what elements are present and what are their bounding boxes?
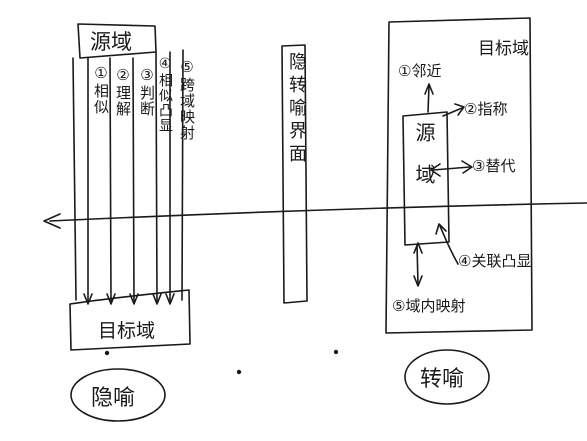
source-domain-label-left: 源域 bbox=[90, 30, 132, 54]
metaphor-label: 隐喻 bbox=[91, 386, 136, 411]
left-column-right-edge bbox=[181, 49, 184, 301]
horizontal-axis bbox=[49, 202, 587, 222]
source-domain-label-right: 源域 bbox=[412, 122, 436, 206]
reference-arrow bbox=[442, 107, 463, 117]
mapping-label-4: ④相似凸显 bbox=[157, 56, 173, 133]
mapping-arrow-2 bbox=[109, 57, 112, 303]
salience-arrow bbox=[439, 225, 459, 265]
substitution-arrow bbox=[432, 166, 471, 171]
metonymy-label: 转喻 bbox=[420, 367, 465, 392]
relation-salience: ④关联凸显 bbox=[458, 252, 532, 270]
relation-substitution: ③替代 bbox=[472, 157, 516, 175]
inner-mapping-arrow bbox=[416, 244, 419, 285]
adjacency-arrow bbox=[427, 85, 430, 113]
target-domain-label-right: 目标域 bbox=[478, 39, 529, 59]
interface-label: 隐转喻界面 bbox=[286, 52, 307, 167]
target-domain-label-left: 目标域 bbox=[98, 320, 156, 342]
target-domain-box-right bbox=[385, 17, 533, 334]
mapping-label-5: ⑤跨域映射 bbox=[178, 58, 196, 141]
left-column-left-edge bbox=[72, 57, 77, 301]
metonymy-oval bbox=[404, 349, 490, 405]
metaphor-oval bbox=[70, 368, 166, 422]
relation-adjacency: ①邻近 bbox=[398, 62, 442, 80]
axis-arrowhead bbox=[43, 213, 61, 229]
mapping-label-2: ②理解 bbox=[114, 66, 132, 117]
source-domain-box-right bbox=[402, 111, 450, 246]
mapping-label-3: ③判断 bbox=[138, 66, 156, 117]
relation-inner-mapping: ⑤域内映射 bbox=[392, 297, 466, 315]
mapping-arrow-3 bbox=[132, 57, 135, 303]
target-domain-box-left bbox=[69, 289, 191, 351]
mapping-arrow-4 bbox=[155, 51, 158, 303]
mapping-label-1: ①相似 bbox=[92, 64, 110, 115]
interface-box bbox=[281, 44, 308, 304]
relation-reference: ②指称 bbox=[464, 100, 508, 118]
